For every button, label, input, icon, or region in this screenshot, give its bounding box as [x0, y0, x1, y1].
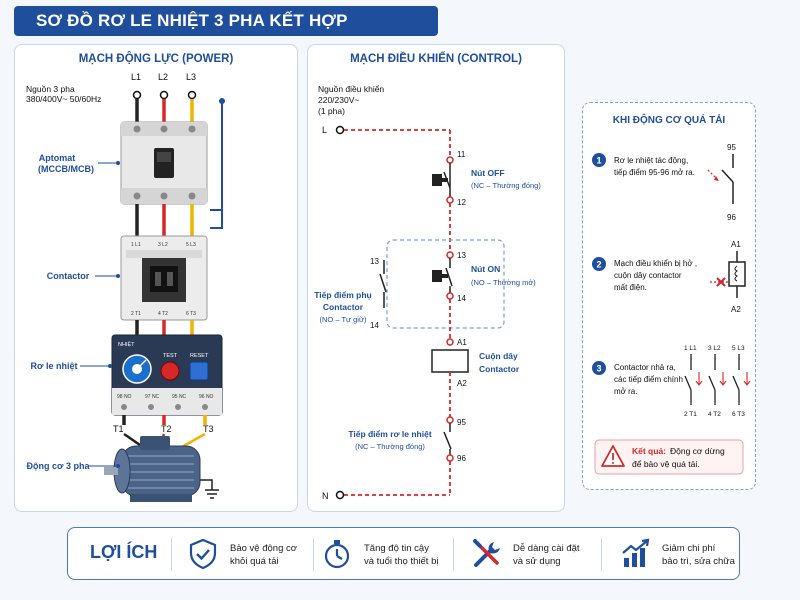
shield-check-icon	[189, 538, 217, 570]
benefit-4-line1: Giảm chi phí	[662, 543, 716, 554]
benefit-2-line2: và tuổi thọ thiết bị	[364, 556, 439, 567]
control-panel-title: MẠCH ĐIỀU KHIỂN (CONTROL)	[350, 53, 522, 65]
benefits-bar: LỢI ÍCH Bảo vệ động cơ khỏi quá tải Tăng …	[67, 527, 740, 580]
tools-icon	[473, 539, 500, 567]
benefit-3-line1: Dễ dàng cài đặt	[513, 543, 580, 554]
power-panel-title: MẠCH ĐỘNG LỰC (POWER)	[78, 53, 234, 65]
overload-panel	[582, 102, 756, 490]
benefit-2-line1: Tăng độ tin cậy	[364, 543, 429, 554]
benefit-1-line1: Bảo vệ động cơ	[230, 543, 297, 554]
stopwatch-icon	[324, 540, 350, 569]
chart-up-icon	[622, 538, 650, 567]
benefit-4-line2: bảo trì, sửa chữa	[662, 556, 735, 567]
power-panel: MẠCH ĐỘNG LỰC (POWER)	[14, 44, 298, 512]
benefits-heading: LỢI ÍCH	[90, 542, 158, 562]
divider	[453, 538, 454, 571]
control-panel: MẠCH ĐIỀU KHIỂN (CONTROL)	[307, 44, 565, 512]
divider	[601, 538, 602, 571]
divider	[313, 538, 314, 571]
benefit-1-line2: khỏi quá tải	[230, 556, 279, 567]
divider	[171, 538, 172, 571]
page-title: SƠ ĐỒ RƠ LE NHIỆT 3 PHA KẾT HỢP CONTACTO…	[14, 6, 438, 60]
benefit-3-line2: và sử dụng	[513, 556, 561, 567]
